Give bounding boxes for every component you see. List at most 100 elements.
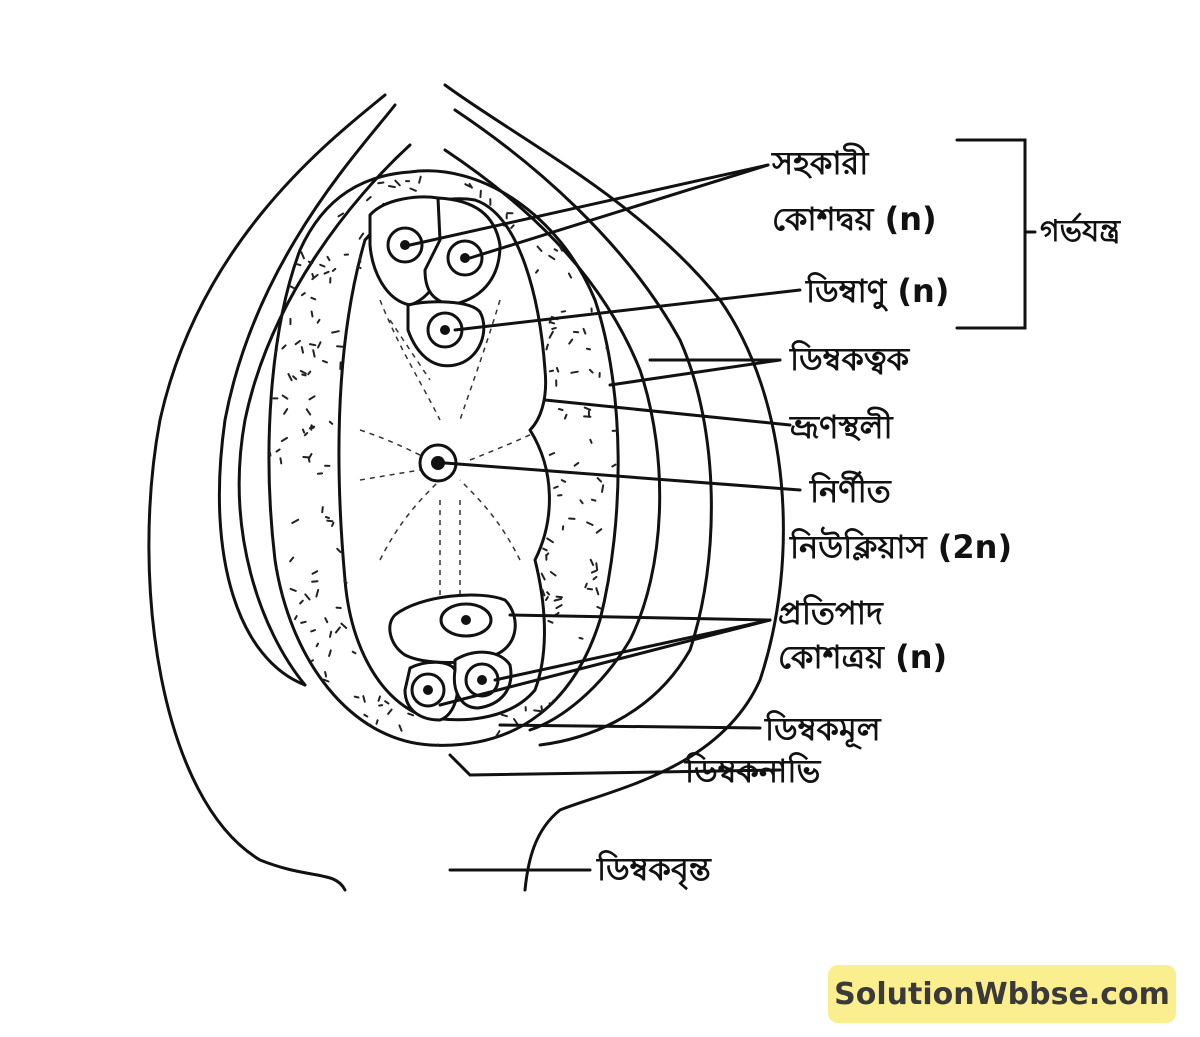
nucellus-speckle: [299, 599, 304, 605]
nucellus-speckle: [542, 547, 548, 552]
nucellus-speckle: [289, 285, 295, 290]
nucellus-speckle: [597, 717, 604, 724]
nucellus-speckle: [312, 349, 316, 358]
nucellus-speckle: [297, 706, 305, 713]
nucellus-speckle: [308, 395, 316, 401]
nucellus-speckle: [588, 368, 594, 374]
nucellus-speckle: [310, 296, 317, 301]
watermark-badge: SolutionWbbse.com: [828, 965, 1176, 1023]
nucellus-speckle: [311, 570, 319, 575]
nucellus-speckle: [301, 428, 306, 434]
nucellus-speckle: [310, 629, 316, 633]
outer-integument-left: [147, 93, 387, 892]
nucellus-speckle: [553, 597, 563, 602]
nucellus-speckle: [553, 248, 559, 252]
nucellus-speckle: [289, 587, 297, 592]
nucellus-speckle: [336, 345, 344, 348]
nucellus-speckle: [340, 622, 348, 629]
nucellus-speckle: [500, 713, 508, 718]
nucellus-speckle: [513, 718, 519, 725]
label-egg-cell: ডিম্বাণু (n): [806, 272, 950, 310]
nucellus-speckle: [388, 185, 396, 189]
outer-integument-right-inner: [453, 108, 713, 747]
nucellus-speckle: [328, 420, 334, 425]
nucellus-speckle: [291, 518, 300, 524]
nucellus-speckle: [623, 548, 625, 554]
nucellus-speckle: [612, 678, 616, 684]
nucellus-speckle: [301, 743, 305, 746]
nucellus-speckle: [305, 408, 312, 416]
nucellus-speckle: [273, 311, 280, 315]
nucellus-speckle: [280, 206, 288, 210]
nucellus-speckle: [589, 558, 595, 567]
nucellus-speckle: [387, 708, 393, 715]
nucellus-speckle: [589, 186, 595, 192]
nucellus-speckle: [309, 704, 316, 712]
nucellus-speckle: [545, 343, 549, 351]
nucellus-speckle: [300, 346, 304, 354]
nucellus-speckle: [275, 625, 279, 633]
nucellus-speckle: [268, 736, 273, 743]
nucellus-speckle: [582, 327, 587, 335]
nucellus-speckle: [548, 330, 554, 339]
nucellus-speckle: [468, 183, 473, 189]
nucellus-speckle: [407, 712, 415, 717]
nucellus-speckle: [281, 344, 287, 350]
label-secondary-nucleus-line2: নিউক্লিয়াস (2n): [790, 528, 1013, 566]
nucellus-speckle: [555, 604, 563, 610]
nucellus-speckle: [435, 743, 440, 746]
nucellus-speckle: [322, 678, 330, 683]
leader-antipodal-1: [508, 613, 772, 622]
nucellus-speckle: [331, 267, 337, 272]
nucellus-speckle: [578, 681, 584, 688]
nucellus-speckle: [536, 245, 543, 252]
nucellus-speckle: [551, 178, 557, 184]
nucellus-speckle: [306, 178, 314, 184]
nucellus-speckle: [310, 310, 314, 318]
nucellus-speckle: [331, 521, 335, 527]
nucellus-speckle: [333, 710, 339, 717]
nucellus-speckle: [548, 254, 556, 261]
nucellus-speckle: [560, 310, 567, 313]
nucellus-speckle: [533, 709, 542, 713]
nucellus-speckle: [275, 448, 281, 453]
nucellus-speckle: [351, 650, 357, 655]
nucellus-speckle: [322, 359, 328, 364]
nucellus-speckle: [315, 588, 320, 598]
nucellus-speckle: [366, 196, 372, 202]
label-hilum: ডিম্বকনাভি: [685, 752, 821, 790]
nucellus-speckle: [274, 258, 280, 266]
nucellus-speckle: [570, 684, 578, 690]
nucellus-speckle: [294, 615, 298, 621]
leader-embryo-sac: [543, 398, 792, 427]
embryo-sac-outline: [337, 197, 551, 722]
nucellus-speckle: [279, 457, 283, 465]
nucellus-speckle: [394, 179, 401, 187]
nucellus-speckle: [548, 452, 556, 456]
nucellus-speckle: [367, 742, 370, 746]
nucellus-speckle: [311, 580, 319, 583]
nucellus-speckle: [605, 731, 609, 738]
nucellus-speckle: [323, 270, 330, 275]
nucellus-speckle: [278, 292, 285, 300]
nucellus-speckle: [298, 212, 304, 216]
nucellus-speckle: [325, 198, 335, 202]
nucellus-speckle: [287, 681, 293, 689]
nucellus-speckle: [315, 642, 320, 648]
nucellus-speckle: [309, 690, 315, 697]
nucellus-speckle: [510, 224, 515, 229]
nucellus-outline: [267, 169, 620, 747]
leader-synergid-2: [468, 163, 770, 260]
nucellus-speckle: [355, 719, 362, 726]
nucellus-speckle: [544, 596, 549, 601]
nucellus-speckle: [595, 673, 599, 681]
nucellus-speckle: [560, 479, 567, 483]
nucellus-speckle: [350, 173, 354, 179]
outer-integument-left-inner: [217, 103, 397, 687]
nucellus-speckle: [464, 183, 472, 188]
inner-integument-right: [443, 148, 662, 732]
nucellus-speckle: [377, 695, 381, 702]
nucellus-speckle: [567, 272, 573, 279]
nucellus-speckle: [324, 516, 330, 519]
